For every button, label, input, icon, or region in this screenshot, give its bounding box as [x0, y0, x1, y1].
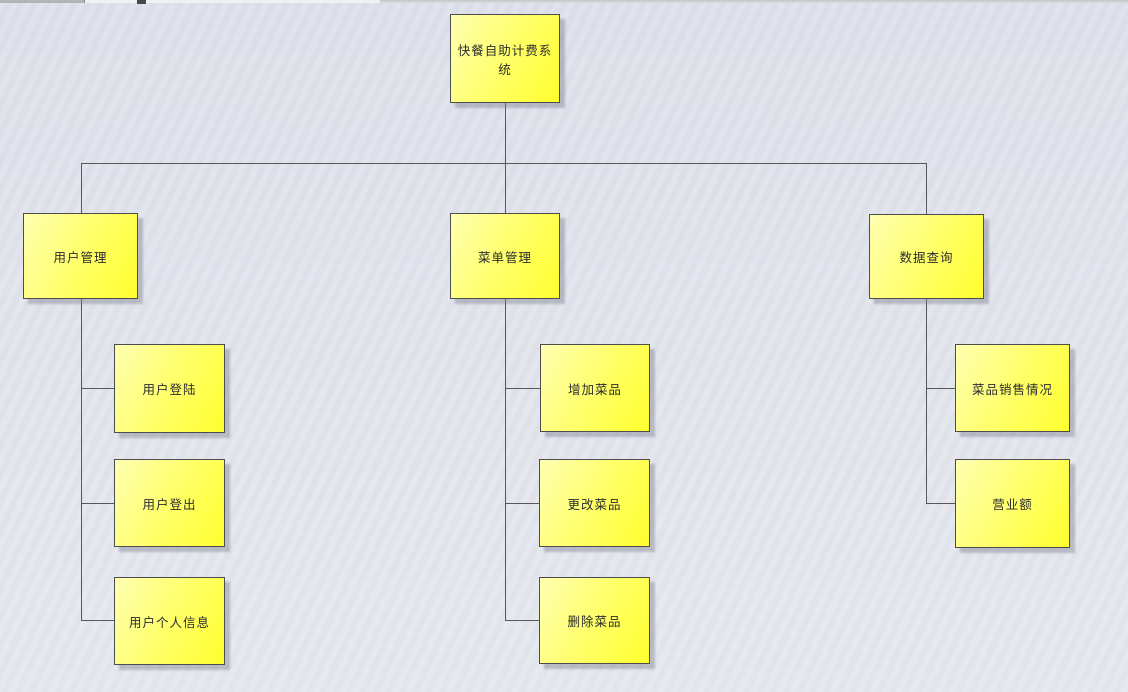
connector-middle-drop — [505, 163, 506, 213]
node-label: 用户个人信息 — [128, 615, 210, 630]
node-add-dish[interactable]: 增加菜品 — [540, 344, 650, 432]
node-label: 用户登出 — [142, 497, 197, 512]
connector-right-drop — [926, 163, 927, 214]
node-user-login[interactable]: 用户登陆 — [114, 344, 225, 433]
connector-left-stub-3 — [81, 620, 114, 621]
node-label: 菜品销售情况 — [971, 382, 1053, 397]
node-label: 用户管理 — [53, 250, 108, 265]
node-user-profile-info[interactable]: 用户个人信息 — [114, 577, 225, 665]
connector-right-stub-2 — [926, 503, 955, 504]
connector-left-stub-1 — [81, 388, 114, 389]
node-user-logout[interactable]: 用户登出 — [114, 459, 225, 547]
connector-right-stub-1 — [926, 388, 955, 389]
node-delete-dish[interactable]: 删除菜品 — [539, 577, 650, 664]
toolbar-sliver-left — [0, 0, 85, 3]
node-label: 删除菜品 — [567, 615, 622, 629]
connector-middle-stub-1 — [505, 388, 540, 389]
node-menu-management[interactable]: 菜单管理 — [450, 213, 560, 299]
node-label: 更改菜品 — [567, 497, 622, 512]
node-label: 数据查询 — [899, 251, 954, 265]
node-dish-sales-status[interactable]: 菜品销售情况 — [955, 344, 1070, 432]
node-label: 增加菜品 — [567, 382, 622, 397]
node-user-management[interactable]: 用户管理 — [23, 213, 138, 299]
connector-right-spine — [926, 299, 927, 503]
node-label: 用户登陆 — [142, 383, 197, 397]
connector-left-spine — [81, 299, 82, 620]
node-label: 菜单管理 — [477, 250, 532, 265]
connector-middle-stub-2 — [505, 503, 539, 504]
connector-left-drop — [81, 163, 82, 213]
node-data-query[interactable]: 数据查询 — [869, 214, 984, 299]
node-revenue[interactable]: 营业额 — [955, 459, 1070, 548]
toolbar-sliver-notch — [137, 0, 146, 4]
toolbar-sliver-middle — [85, 0, 380, 3]
connector-middle-stub-3 — [505, 620, 539, 621]
connector-middle-spine — [505, 299, 506, 620]
node-label: 营业额 — [992, 498, 1033, 512]
node-root-system[interactable]: 快餐自助计费系统 — [450, 14, 560, 103]
toolbar-sliver-right — [380, 0, 1128, 3]
node-edit-dish[interactable]: 更改菜品 — [539, 459, 650, 547]
connector-left-stub-2 — [81, 503, 114, 504]
connector-main-horizontal — [81, 163, 927, 164]
node-label: 快餐自助计费系统 — [457, 43, 553, 77]
connector-root-drop — [505, 103, 506, 163]
